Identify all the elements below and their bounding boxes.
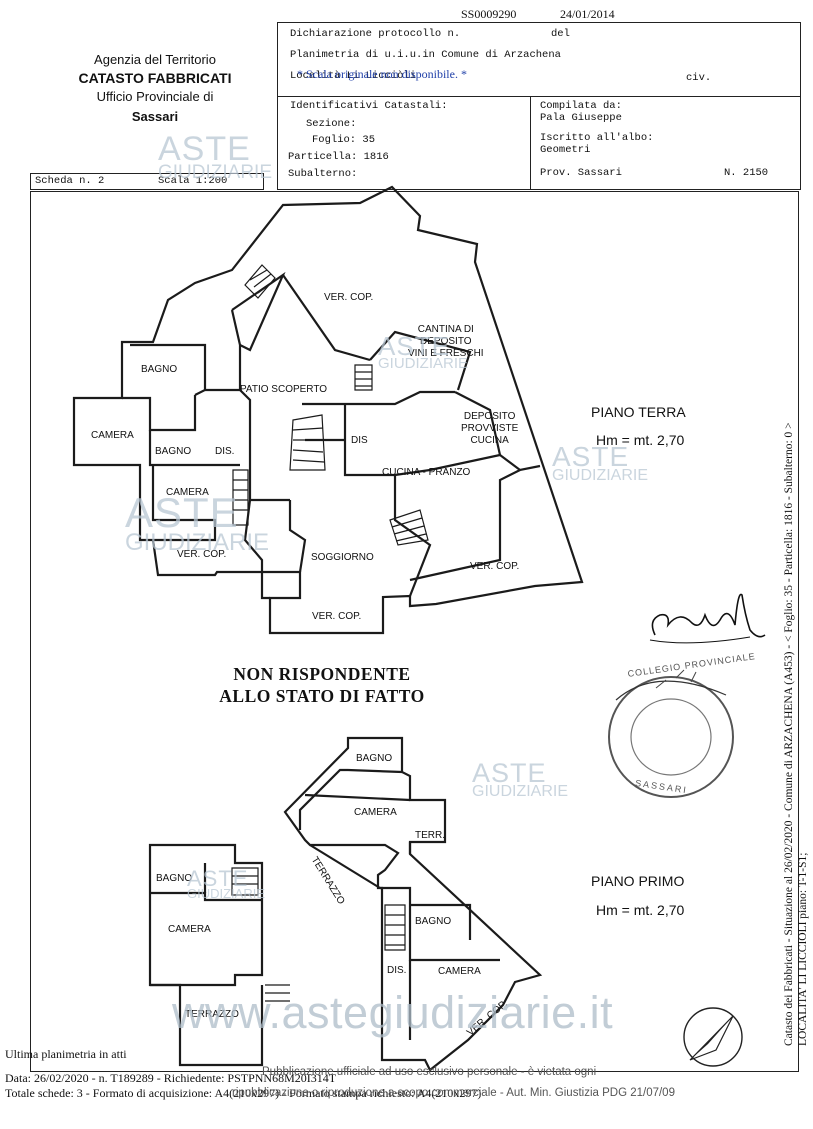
room-bagno-p3: BAGNO: [415, 916, 452, 927]
agency-block: Agenzia del Territorio CATASTO FABBRICAT…: [55, 52, 255, 124]
room-camera-1: CAMERA: [91, 430, 134, 441]
scale-notice: * Scala originale non disponibile. *: [297, 67, 467, 81]
del-label: del: [551, 28, 570, 40]
plan-frame: [30, 191, 799, 1072]
albo-number: N. 2150: [724, 167, 769, 179]
prov-label: Prov. Sassari: [540, 167, 622, 179]
room-deposito: DEPOSITO PROVVISTE CUCINA: [461, 411, 519, 446]
declaration-label: Dichiarazione protocollo n.: [290, 28, 461, 40]
room-camera-p3: CAMERA: [438, 966, 481, 977]
particella-label: Particella: 1816: [288, 151, 389, 163]
room-bagno-2: BAGNO: [155, 446, 192, 457]
professional-seal: [608, 669, 734, 798]
floor-terra-label: PIANO TERRA: [591, 404, 686, 420]
room-ver-cop-top: VER. COP.: [324, 292, 374, 303]
sezione-label: Sezione:: [306, 118, 357, 130]
north-arrow-icon: [683, 1007, 743, 1067]
room-terrazzo-bottom: TERRAZZO: [185, 1009, 239, 1020]
compilata-label: Compilata da:: [540, 100, 622, 112]
non-rispondente-stamp: NON RISPONDENTE ALLO STATO DI FATTO: [219, 664, 425, 706]
agency-line4: Sassari: [131, 109, 179, 124]
localita-label: Località Li Licciòli: [290, 70, 417, 82]
agency-line2: CATASTO FABBRICATI: [78, 70, 232, 86]
room-camera-2: CAMERA: [166, 487, 209, 498]
room-camera-p1: CAMERA: [354, 807, 397, 818]
room-soggiorno: SOGGIORNO: [311, 552, 374, 563]
agency-line1: Agenzia del Territorio: [94, 52, 216, 67]
side-text-2: LOCALITA' LI LICCIOLI piano: T-1-S1;: [797, 852, 809, 1046]
compiler-name: Pala Giuseppe: [540, 112, 622, 124]
footer-data: Data: 26/02/2020 - n. T189289 - Richiede…: [5, 1071, 337, 1085]
scheda-label: Scheda n. 2: [35, 175, 105, 187]
room-camera-p2: CAMERA: [168, 924, 211, 935]
footer-pub-2: ripubblicazione o riproduzione a scopo c…: [232, 1087, 675, 1099]
side-text-1: Catasto dei Fabbricati - Situazione al 2…: [783, 422, 795, 1046]
protocol-code: SS0009290: [461, 7, 517, 21]
room-bagno-1: BAGNO: [141, 364, 178, 375]
signature: [649, 593, 766, 644]
room-patio: PATIO SCOPERTO: [240, 384, 328, 395]
room-dis-1: DIS.: [215, 446, 235, 457]
civ-label: civ.: [686, 72, 712, 84]
footer-ultima: Ultima planimetria in atti: [5, 1047, 127, 1061]
agency-line3: Ufficio Provinciale di: [96, 89, 214, 104]
floor-primo-label: PIANO PRIMO: [591, 873, 685, 889]
planimetria-label: Planimetria di u.i.u.in Comune di Arzach…: [290, 49, 561, 61]
room-cucina: CUCINA - PRANZO: [382, 467, 471, 478]
header-box: [277, 22, 801, 190]
room-bagno-p1: BAGNO: [356, 753, 393, 764]
scala-label: Scala 1:200: [158, 175, 228, 187]
room-ver-cop-right: VER. COP.: [470, 561, 520, 572]
identifiers-title: Identificativi Catastali:: [290, 100, 448, 112]
subalterno-label: Subalterno:: [288, 168, 358, 180]
room-cantina: CANTINA DI DEPOSITO VINI E FRESCHI: [408, 324, 484, 359]
scheda-box: [30, 173, 264, 190]
room-ver-cop-bottom: VER. COP.: [312, 611, 362, 622]
albo-label: Geometri: [540, 144, 591, 156]
protocol-date: 24/01/2014: [560, 7, 615, 21]
foglio-label: Foglio: 35: [312, 134, 376, 146]
room-ver-cop-left: VER. COP.: [177, 549, 227, 560]
room-dis-p: DIS.: [387, 965, 407, 976]
room-terr: TERR.: [415, 830, 445, 841]
footer-totale: Totale schede: 3 - Formato di acquisizio…: [5, 1086, 482, 1100]
room-dis-2: DIS: [351, 435, 368, 446]
footer-pub-1: Pubblicazione ufficiale ad uso esclusivo…: [262, 1066, 597, 1078]
iscritto-label: Iscritto all'albo:: [540, 132, 654, 144]
room-bagno-p2: BAGNO: [156, 873, 193, 884]
floor-primo-height: Hm = mt. 2,70: [596, 902, 685, 918]
floor-terra-height: Hm = mt. 2,70: [596, 432, 685, 448]
